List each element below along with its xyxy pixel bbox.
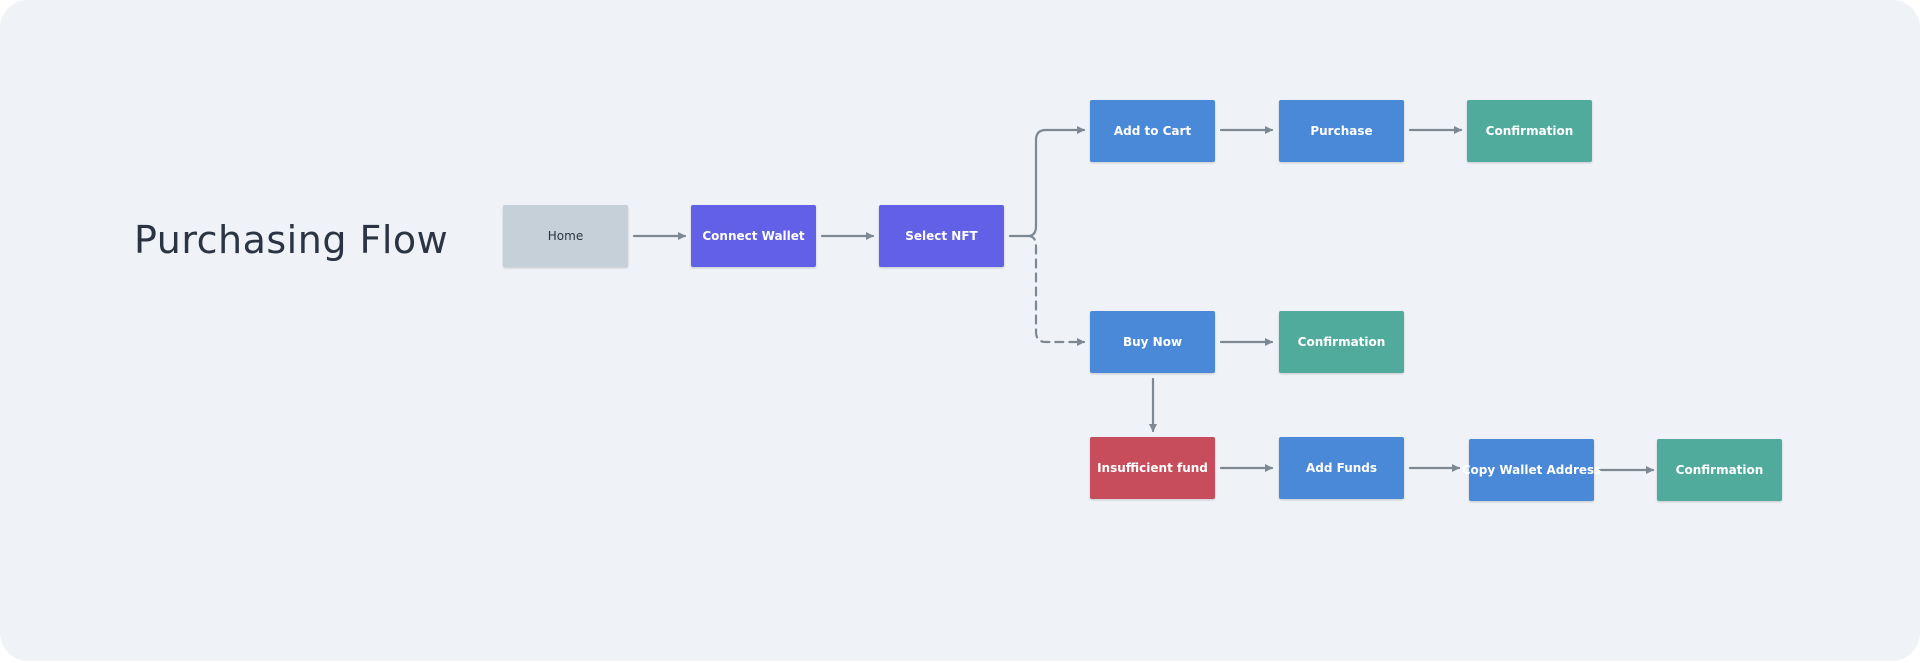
page-title: Purchasing Flow [134,218,449,262]
node-connect-wallet-label: Connect Wallet [702,229,805,243]
node-add-to-cart[interactable]: Add to Cart [1090,100,1215,162]
node-insufficient-fund[interactable]: Insufficient fund [1090,437,1215,499]
node-insufficient-fund-label: Insufficient fund [1097,461,1208,475]
node-confirmation-1[interactable]: Confirmation [1467,100,1592,162]
node-select-nft[interactable]: Select NFT [879,205,1004,267]
node-confirmation-1-label: Confirmation [1485,124,1574,138]
node-copy-wallet-address-label: Copy Wallet Address [1461,463,1602,477]
node-home[interactable]: Home [503,205,628,267]
node-confirmation-3[interactable]: Confirmation [1657,439,1782,501]
node-connect-wallet[interactable]: Connect Wallet [691,205,816,267]
node-confirmation-3-label: Confirmation [1675,463,1764,477]
node-add-funds-label: Add Funds [1305,461,1378,475]
node-add-funds[interactable]: Add Funds [1279,437,1404,499]
node-buy-now[interactable]: Buy Now [1090,311,1215,373]
node-purchase-label: Purchase [1310,124,1373,138]
node-confirmation-2[interactable]: Confirmation [1279,311,1404,373]
node-add-to-cart-label: Add to Cart [1113,124,1192,138]
node-copy-wallet-address[interactable]: Copy Wallet Address [1462,439,1601,501]
node-home-label: Home [547,229,584,243]
node-purchase[interactable]: Purchase [1279,100,1404,162]
node-confirmation-2-label: Confirmation [1297,335,1386,349]
node-select-nft-label: Select NFT [905,229,978,243]
node-buy-now-label: Buy Now [1122,335,1183,349]
